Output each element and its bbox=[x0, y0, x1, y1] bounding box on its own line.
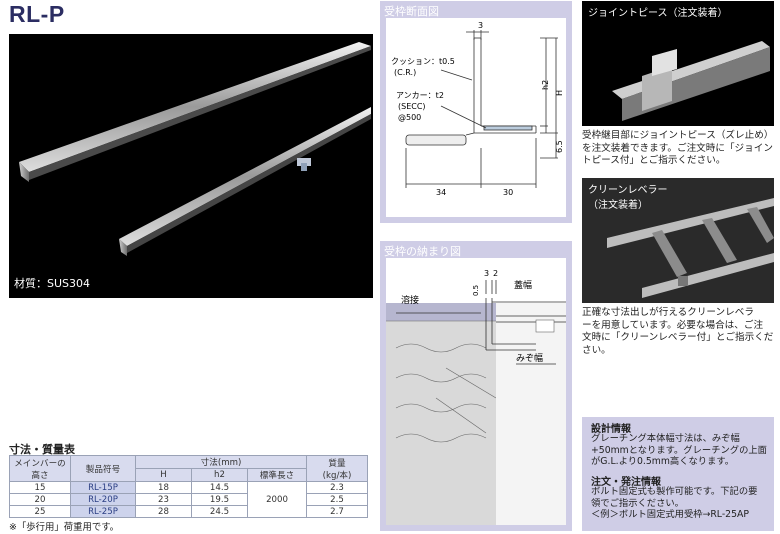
dim-h2: h2 bbox=[541, 80, 550, 90]
material-label: 材質：SUS304 bbox=[14, 277, 91, 290]
joint-piece-photo: ジョイントピース（注文装着） bbox=[582, 1, 774, 126]
section-panel-title: 受枠断面図 bbox=[384, 5, 439, 18]
std-length-value: 2000 bbox=[247, 481, 307, 518]
header-h2: h2 bbox=[191, 468, 248, 482]
header-member-height: メインバーの高さ bbox=[9, 455, 71, 482]
install-panel: 受枠の納まり図 bbox=[380, 241, 572, 531]
clean-leveler-label: クリーンレベラー （注文装着） bbox=[588, 185, 668, 211]
cushion-label: クッション：t0.5 bbox=[391, 57, 455, 66]
spec-table-title: 寸法・質量表 bbox=[9, 443, 75, 456]
dim-left-width: 34 bbox=[436, 188, 446, 197]
page-title: RL-P bbox=[9, 1, 65, 27]
order-info-heading: 注文・発注情報 bbox=[591, 477, 661, 488]
table-row: 25 RL-25P 28 24.5 2.7 bbox=[9, 505, 368, 518]
design-info-heading: 設計情報 bbox=[591, 424, 631, 435]
anchor-label: アンカー：t2 bbox=[396, 91, 444, 100]
dim-3: 3 bbox=[484, 269, 489, 278]
dim-bottom: 6.5 bbox=[555, 140, 564, 153]
clean-leveler-caption: 正確な寸法出しが行えるクリーンレベラ ーを用意しています。必要な場合は、ご注 文… bbox=[582, 307, 774, 356]
weld-label: 溶接 bbox=[401, 294, 419, 306]
dim-2: 2 bbox=[493, 269, 498, 278]
install-drawing: 3 2 0.5 蓋幅 溶接 みぞ幅 bbox=[386, 269, 566, 525]
cushion-cr-label: (C.R.) bbox=[394, 68, 416, 77]
joint-piece-label: ジョイントピース（注文装着） bbox=[588, 8, 728, 19]
anchor-pitch-label: @500 bbox=[398, 113, 421, 122]
spec-table: メインバーの高さ 製品符号 寸法(mm) 質量 (kg/本) H h2 標準長さ… bbox=[9, 455, 368, 518]
table-row: 15 RL-15P 18 14.5 2000 2.3 bbox=[9, 481, 368, 518]
header-mass: 質量 (kg/本) bbox=[306, 455, 368, 482]
product-photo bbox=[9, 34, 373, 298]
section-drawing: 3 h2 H 6.5 34 30 クッション：t0.5 (C.R.) アンカー：… bbox=[391, 21, 564, 197]
lid-width-label: 蓋幅 bbox=[514, 279, 532, 291]
order-info-text: ボルト固定式も製作可能です。下記の要 領でご指示ください。 ＜例＞ボルト固定式用… bbox=[591, 486, 758, 520]
dim-right-width: 30 bbox=[503, 188, 513, 197]
header-product-code: 製品符号 bbox=[70, 455, 136, 482]
info-box: 設計情報 グレーチング本体幅寸法は、みぞ幅 +50mmとなります。グレーチングの… bbox=[582, 417, 774, 531]
header-H: H bbox=[135, 468, 192, 482]
dim-H: H bbox=[555, 90, 564, 96]
design-info-text: グレーチング本体幅寸法は、みぞ幅 +50mmとなります。グレーチングの上面 がG… bbox=[591, 433, 767, 467]
header-dimension: 寸法(mm) bbox=[135, 455, 307, 469]
table-row: 20 RL-20P 23 19.5 2.5 bbox=[9, 493, 368, 506]
header-std-length: 標準長さ bbox=[247, 468, 307, 482]
anchor-material-label: (SECC) bbox=[398, 102, 426, 111]
footnote: ※「歩行用」荷重用です。 bbox=[9, 522, 120, 533]
section-panel: 受枠断面図 bbox=[380, 1, 572, 223]
dim-top: 3 bbox=[478, 21, 483, 30]
groove-width-label: みぞ幅 bbox=[516, 352, 543, 364]
joint-piece-caption: 受枠継目部にジョイントピース（ズレ止め） を注文装着できます。ご注文時に「ジョイ… bbox=[582, 130, 774, 166]
install-panel-title: 受枠の納まり図 bbox=[384, 245, 461, 258]
dim-0-5: 0.5 bbox=[472, 285, 480, 296]
clean-leveler-photo: クリーンレベラー （注文装着） bbox=[582, 178, 774, 303]
